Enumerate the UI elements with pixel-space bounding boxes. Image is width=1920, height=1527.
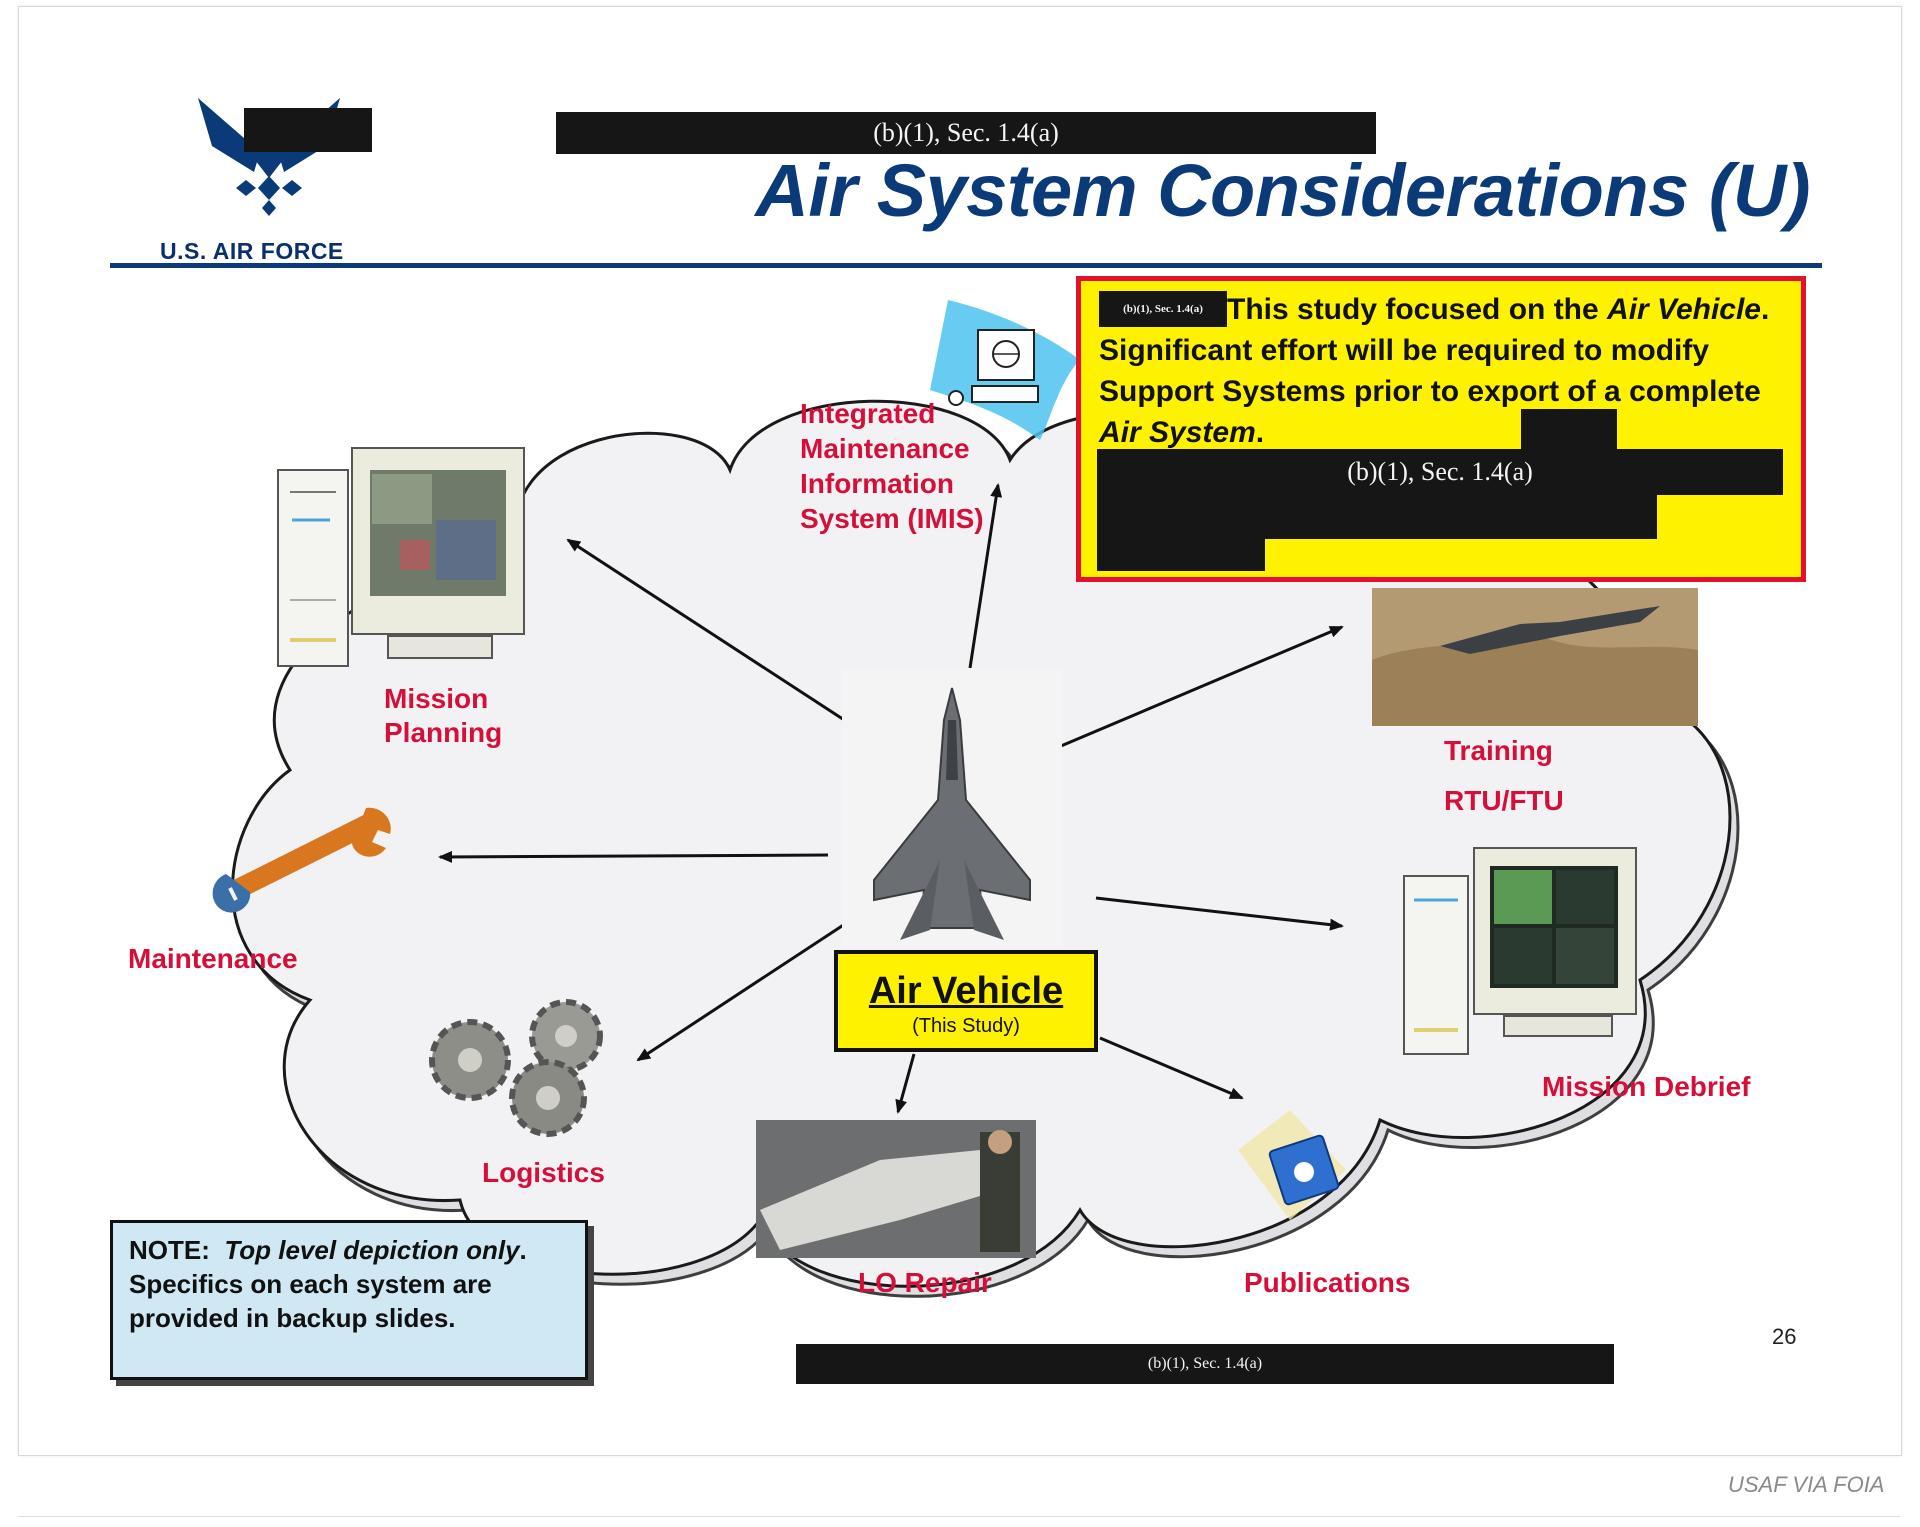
training-label: Training RTU/FTU xyxy=(1444,735,1564,816)
arrow-to-imis xyxy=(968,483,1003,669)
publications-label: Publications xyxy=(1244,1267,1411,1298)
air-vehicle-title: Air Vehicle xyxy=(868,970,1064,1012)
maintenance-label: Maintenance xyxy=(128,943,298,974)
bottom-banner-text: (b)(1), Sec. 1.4(a) xyxy=(1147,1355,1263,1372)
arrow-to-logistics xyxy=(636,920,849,1062)
callout-redaction-text: (b)(1), Sec. 1.4(a) xyxy=(1347,457,1533,486)
callout-redaction-block-2 xyxy=(1097,493,1657,539)
air-vehicle-box: Air Vehicle (This Study) xyxy=(834,950,1098,1052)
arrow-to-publications xyxy=(1099,1036,1244,1100)
callout-redaction-large: (b)(1), Sec. 1.4(a) xyxy=(1097,449,1783,495)
note-italic: Top level depiction only xyxy=(224,1235,520,1265)
mission-debrief-label: Mission Debrief xyxy=(1542,1071,1751,1102)
callout-redaction-block-1 xyxy=(1521,409,1617,453)
gears-image xyxy=(429,999,603,1137)
classification-banner-text: (b)(1), Sec. 1.4(a) xyxy=(873,118,1059,147)
imis-label: Integrated Maintenance Information Syste… xyxy=(800,398,984,534)
header-rule xyxy=(110,263,1822,268)
lo-repair-image xyxy=(756,1120,1036,1258)
logo-redaction xyxy=(244,108,372,152)
air-vehicle-image xyxy=(842,668,1062,948)
page-number: 26 xyxy=(1772,1324,1797,1349)
note-text: . Specifics on each system are provided … xyxy=(129,1235,527,1333)
training-aircraft-image xyxy=(1372,588,1698,726)
wrench-image xyxy=(212,807,391,913)
air-vehicle-subtitle: (This Study) xyxy=(912,1015,1020,1037)
arrow-to-training xyxy=(1041,625,1344,756)
arrow-to-maintenance xyxy=(438,850,829,863)
mission-planning-label: Mission Planning xyxy=(384,683,503,748)
slide-title: Air System Considerations (U) xyxy=(755,149,1810,232)
arrow-to-mission-debrief xyxy=(1095,896,1344,931)
imis-computer-image xyxy=(930,300,1080,440)
callout-redaction-small: (b)(1), Sec. 1.4(a) xyxy=(1099,291,1227,327)
lo-repair-label: LO Repair xyxy=(858,1267,992,1298)
classification-banner-bottom: (b)(1), Sec. 1.4(a) xyxy=(796,1344,1614,1384)
computer-mission-debrief-image xyxy=(1403,847,1637,1055)
computer-mission-planning-image xyxy=(277,447,525,667)
next-slide-edge xyxy=(18,1516,1900,1527)
classification-banner-top: (b)(1), Sec. 1.4(a) xyxy=(556,112,1376,154)
logistics-label: Logistics xyxy=(482,1157,605,1188)
note-box: NOTE: NOTE: Top level depiction only. Sp… xyxy=(110,1220,588,1380)
arrow-to-lo-repair xyxy=(895,1053,916,1114)
usaf-wings-logo xyxy=(198,98,340,216)
usaf-logo-text: U.S. AIR FORCE xyxy=(160,238,344,264)
note-prefix: NOTE: xyxy=(129,1235,225,1265)
floppy-disk-icon xyxy=(1238,1110,1346,1220)
callout-redaction-block-3 xyxy=(1097,537,1265,571)
callout-box: (b)(1), Sec. 1.4(a)This study focused on… xyxy=(1076,276,1806,582)
source-credit: USAF VIA FOIA xyxy=(1728,1472,1885,1497)
callout-text: (b)(1), Sec. 1.4(a)This study focused on… xyxy=(1099,291,1770,449)
